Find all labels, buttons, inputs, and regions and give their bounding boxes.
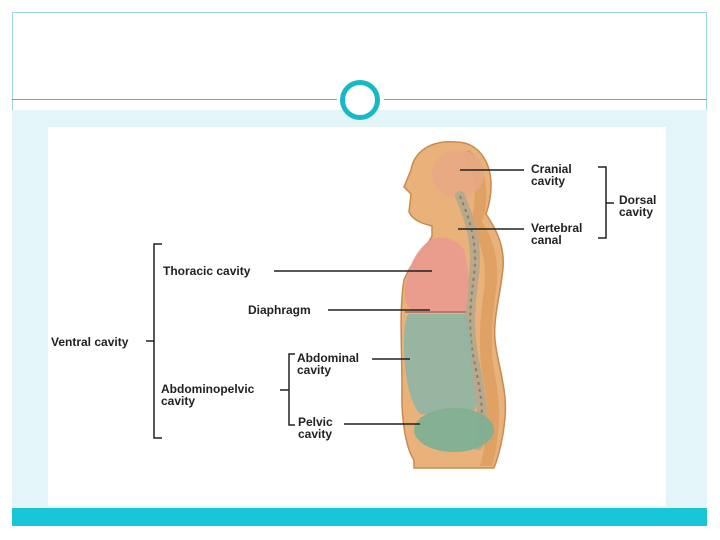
pelvic-cavity-shape: [414, 408, 494, 452]
abdominal-cavity-shape: [404, 314, 477, 414]
label-thoracic: Thoracic cavity: [163, 264, 251, 278]
ventral-bracket: [146, 244, 162, 438]
label-cranial-line2: cavity: [531, 174, 565, 188]
label-abdominopelvic-line2: cavity: [161, 394, 195, 408]
abdominopelvic-bracket: [280, 354, 295, 425]
label-abdominal-line2: cavity: [297, 363, 331, 377]
thoracic-cavity-shape: [405, 238, 469, 312]
label-diaphragm: Diaphragm: [248, 303, 311, 317]
label-ventral: Ventral cavity: [51, 335, 129, 349]
label-pelvic-line2: cavity: [298, 427, 332, 441]
cranial-cavity-shape: [432, 150, 484, 198]
dorsal-bracket: [598, 167, 614, 238]
label-dorsal-line2: cavity: [619, 205, 653, 219]
label-vertebral-line2: canal: [531, 233, 562, 247]
